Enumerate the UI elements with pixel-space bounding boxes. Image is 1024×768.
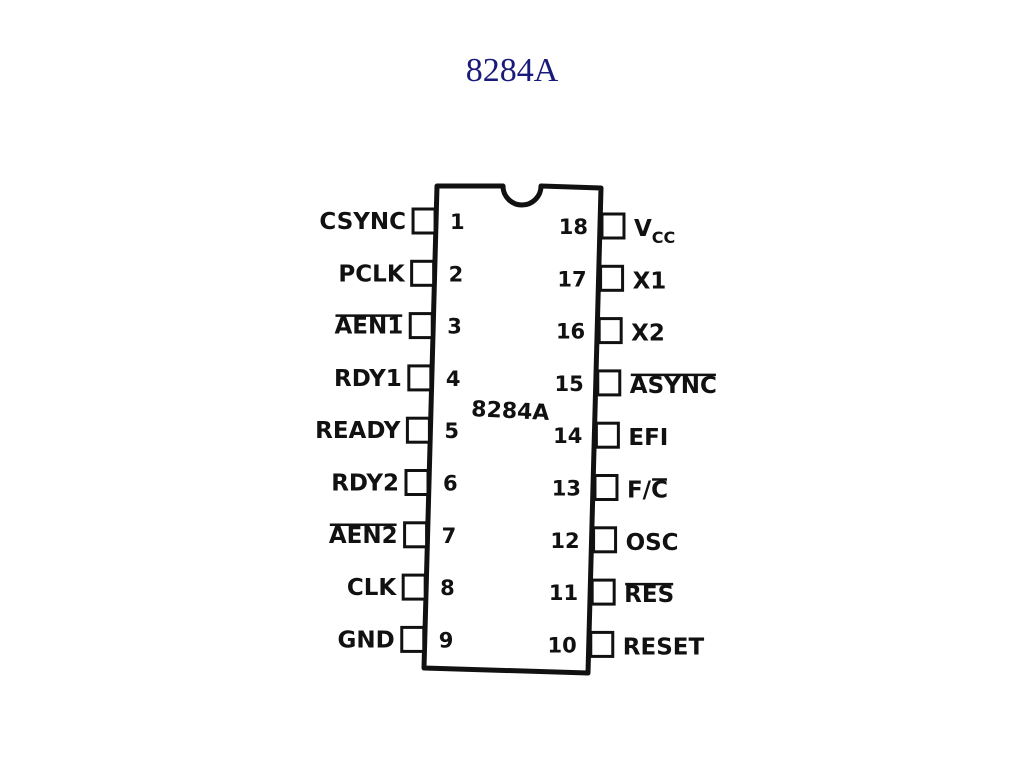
left-pin: 5 READY [315, 416, 459, 444]
chip-body [421, 183, 604, 676]
pin-box [411, 207, 437, 235]
pin-box [593, 474, 619, 501]
left-pin: 8 CLK [347, 573, 455, 601]
pin-number: 2 [449, 262, 464, 286]
left-pin-column: 1 CSYNC 2 PCLK 3 AEN1 4 RDY1 5 READY 6 RDY2 7 AEN2 8 CL… [315, 207, 465, 653]
pin-box [592, 526, 618, 554]
pin-box [590, 578, 616, 606]
pin-label: CLK [347, 575, 398, 601]
pin-label: GND [338, 627, 395, 653]
pin-number: 12 [550, 529, 579, 553]
pin-number: 10 [548, 633, 577, 657]
pin-label: X1 [633, 268, 667, 294]
pin-label: RDY2 [331, 471, 399, 497]
pin-number: 4 [446, 367, 461, 391]
pin-label: F/C [627, 478, 668, 504]
pin-box [594, 421, 620, 449]
pin-label: RDY1 [334, 366, 402, 392]
right-pin: 15 ASYNC [555, 369, 717, 399]
pin-label: ASYNC [630, 373, 717, 399]
pin-box [596, 369, 622, 397]
slide-title: 8284A [465, 52, 559, 89]
pin-box [600, 212, 626, 240]
pin-box [410, 259, 436, 287]
pin-number: 17 [557, 267, 586, 291]
pin-box [408, 312, 434, 340]
pin-label: X2 [631, 321, 665, 347]
pin-label: AEN1 [334, 314, 403, 340]
pin-box [407, 364, 433, 392]
pin-label: CSYNC [319, 209, 406, 235]
right-pin: 17 X1 [557, 264, 667, 294]
pin-number: 14 [553, 424, 582, 448]
right-pin: 12 OSC [550, 526, 679, 556]
pin-label: RES [624, 582, 674, 608]
pin-box [597, 317, 623, 345]
pin-number: 13 [552, 477, 581, 501]
pin-box [404, 469, 430, 496]
right-pin: 10 RESET [548, 630, 705, 660]
pin-label: READY [315, 418, 401, 444]
pin-number: 18 [559, 215, 588, 239]
left-pin: 3 AEN1 [334, 312, 462, 340]
right-pin: 11 RES [549, 578, 674, 608]
pin-number: 7 [442, 524, 457, 548]
right-pin: 18 VCC [559, 212, 675, 247]
pin-number: 5 [444, 419, 459, 443]
pin-box [401, 573, 427, 601]
left-pin: 9 GND [338, 625, 454, 653]
pin-number: 9 [439, 628, 454, 652]
pin-label: RESET [623, 634, 705, 660]
right-pin: 14 EFI [553, 421, 668, 451]
pin-label: PCLK [338, 261, 405, 287]
pin-number: 16 [556, 320, 585, 344]
pin-label: AEN2 [329, 523, 398, 549]
pin-label: VCC [634, 216, 675, 247]
pin-box [589, 630, 615, 658]
pin-number: 3 [447, 315, 462, 339]
pin-label-subscript: CC [652, 228, 675, 247]
chip-name: 8284A [471, 397, 550, 426]
left-pin: 4 RDY1 [334, 364, 461, 392]
pin-label-barred-part: C [651, 478, 668, 504]
pin-number: 1 [450, 210, 465, 234]
pin-number: 15 [555, 372, 584, 396]
right-pin: 13 F/C [552, 474, 668, 504]
pin-box [405, 416, 431, 444]
pin-box [403, 521, 429, 549]
pin-label: EFI [628, 425, 668, 451]
right-pin: 16 X2 [556, 317, 665, 347]
left-pin: 1 CSYNC [319, 207, 465, 235]
pin-label: OSC [626, 530, 679, 556]
left-pin: 7 AEN2 [329, 521, 457, 549]
left-pin: 6 RDY2 [331, 469, 458, 497]
pin-box [599, 264, 625, 292]
left-pin: 2 PCLK [338, 259, 464, 287]
pin-number: 8 [440, 576, 455, 600]
pin-number: 11 [549, 581, 578, 605]
pin-box [400, 625, 426, 653]
pin-number: 6 [443, 472, 458, 496]
